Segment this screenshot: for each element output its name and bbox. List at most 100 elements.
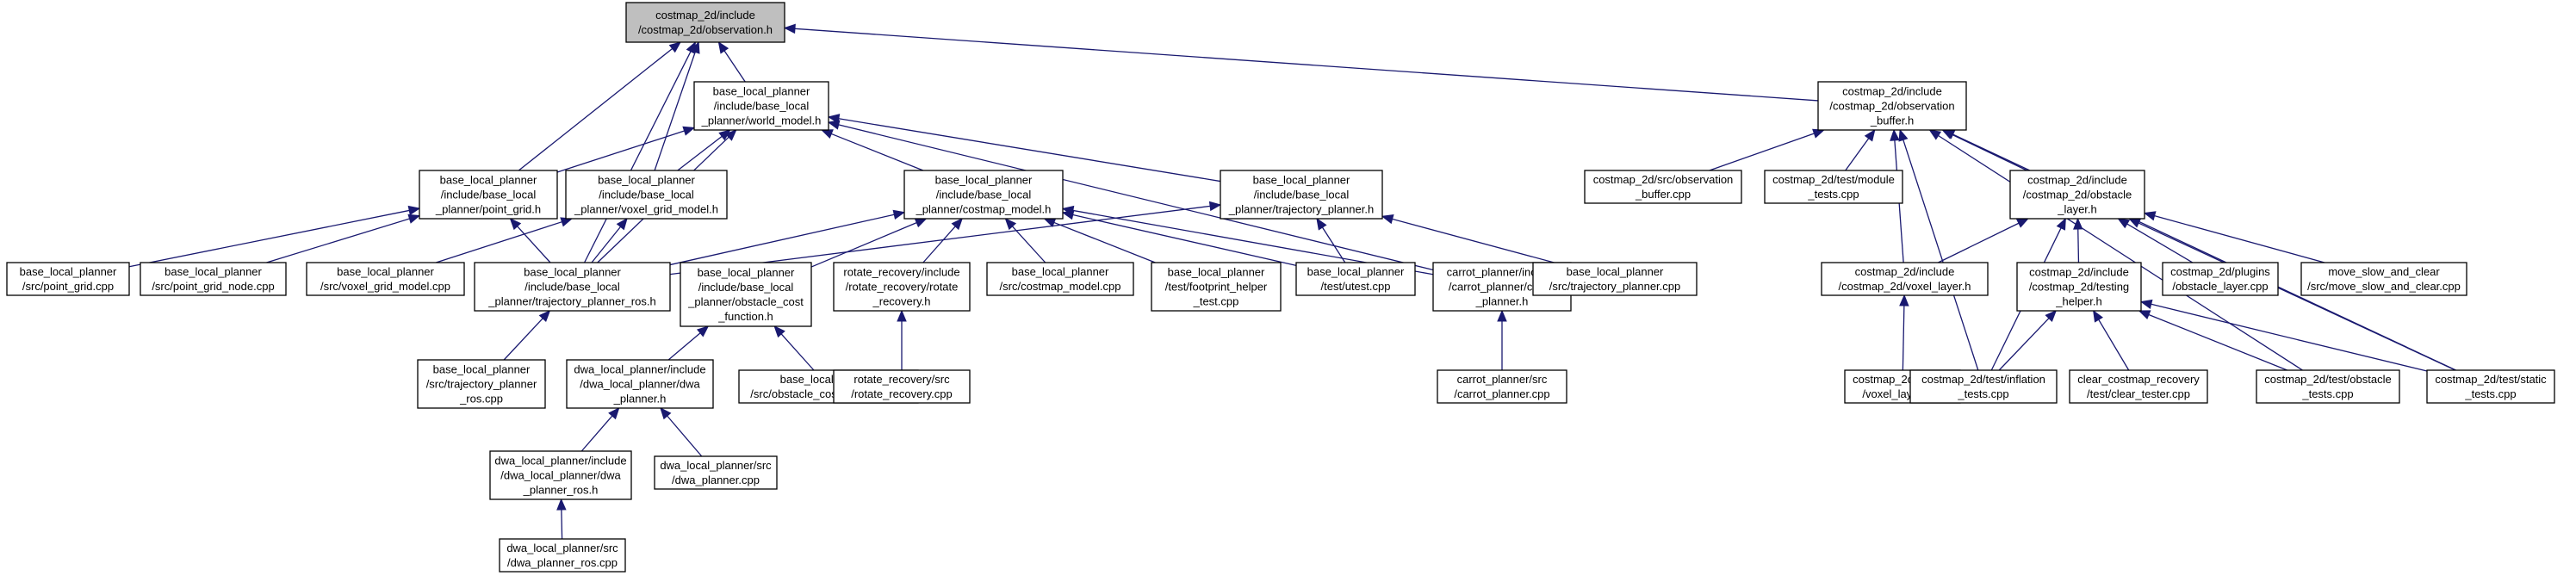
file-node-static-tests-cpp[interactable]: costmap_2d/test/static_tests.cpp [2426, 369, 2555, 404]
node-box[interactable] [1295, 262, 1416, 296]
node-label-line: _planner/world_model.h [701, 115, 822, 127]
node-label-line: _recovery.h [872, 295, 931, 308]
node-box[interactable] [1584, 170, 1742, 204]
node-box[interactable] [693, 81, 829, 131]
file-node-src-voxel-grid-model-cpp[interactable]: base_local_planner/src/voxel_grid_model.… [306, 262, 465, 296]
arrowhead-icon [686, 40, 697, 54]
node-box[interactable] [2426, 369, 2555, 404]
arrowhead-icon [2073, 217, 2083, 230]
node-label-line: base_local_planner [1567, 265, 1664, 278]
file-node-inflation-tests-cpp[interactable]: costmap_2d/test/inflation_tests.cpp [1909, 369, 2058, 404]
arrowhead-icon [717, 40, 729, 54]
file-node-observation-h[interactable]: costmap_2d/include/costmap_2d/observatio… [625, 2, 785, 43]
node-box[interactable] [499, 538, 626, 573]
node-box[interactable] [2069, 369, 2208, 404]
file-node-obstacle-layer-h[interactable]: costmap_2d/include/costmap_2d/obstacle_l… [2009, 170, 2145, 220]
node-box[interactable] [6, 262, 130, 296]
node-box[interactable] [680, 262, 812, 327]
node-box[interactable] [306, 262, 465, 296]
node-box[interactable] [625, 2, 785, 43]
node-box[interactable] [903, 170, 1064, 220]
arrowhead-icon [1004, 218, 1017, 231]
node-box[interactable] [140, 262, 287, 296]
file-node-footprint-helper-test-cpp[interactable]: base_local_planner/test/footprint_helper… [1151, 262, 1282, 312]
node-box[interactable] [986, 262, 1134, 296]
file-node-utest-cpp[interactable]: base_local_planner/test/utest.cpp [1295, 262, 1416, 296]
file-node-src-point-grid-cpp[interactable]: base_local_planner/src/point_grid.cpp [6, 262, 130, 296]
node-label-line: /include/base_local [525, 281, 620, 294]
node-box[interactable] [1532, 262, 1698, 296]
node-box[interactable] [566, 359, 714, 409]
file-node-src-point-grid-node-cpp[interactable]: base_local_planner/src/point_grid_node.c… [140, 262, 287, 296]
node-label-line: /costmap_2d/obstacle [2023, 189, 2132, 201]
node-box[interactable] [1817, 81, 1967, 131]
file-node-rotate-recovery-h[interactable]: rotate_recovery/include/rotate_recovery/… [833, 262, 971, 312]
arrowhead-icon [1208, 201, 1222, 212]
edge-voxel_grid_model_h-to-observation_h [654, 40, 700, 171]
file-node-module-tests-cpp[interactable]: costmap_2d/test/module_tests.cpp [1764, 170, 1903, 204]
node-box[interactable] [565, 170, 728, 220]
file-node-rotate-recovery-cpp[interactable]: rotate_recovery/src/rotate_recovery.cpp [833, 369, 971, 404]
file-node-voxel-grid-model-h[interactable]: base_local_planner/include/base_local_pl… [565, 170, 728, 220]
node-label-line: base_local_planner [1253, 174, 1350, 187]
file-node-testing-helper-h[interactable]: costmap_2d/include/costmap_2d/testing_he… [2016, 262, 2142, 312]
file-node-observation-buffer-cpp[interactable]: costmap_2d/src/observation_buffer.cpp [1584, 170, 1742, 204]
edge-line [1998, 318, 2050, 371]
node-box[interactable] [1764, 170, 1903, 204]
node-label-line: /rotate_recovery/rotate [846, 281, 959, 294]
file-node-dwa-planner-ros-cpp[interactable]: dwa_local_planner/src/dwa_planner_ros.cp… [499, 538, 626, 573]
node-box[interactable] [419, 170, 558, 220]
file-node-point-grid-h[interactable]: base_local_planner/include/base_local_pl… [419, 170, 558, 220]
file-node-obstacle-layer-cpp[interactable]: costmap_2d/plugins/obstacle_layer.cpp [2162, 262, 2279, 296]
edge-line [1012, 226, 1046, 263]
file-node-src-trajectory-planner-cpp[interactable]: base_local_planner/src/trajectory_planne… [1532, 262, 1698, 296]
node-box[interactable] [417, 359, 546, 409]
file-node-trajectory-planner-h[interactable]: base_local_planner/include/base_local_pl… [1220, 170, 1383, 220]
node-box[interactable] [2256, 369, 2400, 404]
file-node-costmap-model-h[interactable]: base_local_planner/include/base_local_pl… [903, 170, 1064, 220]
edge-line [2138, 222, 2456, 371]
node-label-line: /test/footprint_helper [1165, 281, 1268, 294]
arrowhead-icon [1928, 129, 1942, 140]
file-node-dwa-planner-cpp[interactable]: dwa_local_planner/src/dwa_planner.cpp [654, 455, 778, 490]
file-node-carrot-planner-cpp[interactable]: carrot_planner/src/carrot_planner.cpp [1437, 369, 1567, 404]
node-box[interactable] [1220, 170, 1383, 220]
file-node-obstacle-tests-cpp[interactable]: costmap_2d/test/obstacle_tests.cpp [2256, 369, 2400, 404]
edge-src_obstacle_cost_function_cpp-to-obstacle_cost_function_h [773, 325, 815, 371]
file-node-observation-buffer-h[interactable]: costmap_2d/include/costmap_2d/observatio… [1817, 81, 1967, 131]
arrowhead-icon [2139, 299, 2153, 310]
file-node-obstacle-cost-function-h[interactable]: base_local_planner/include/base_local_pl… [680, 262, 812, 327]
node-label-line: /dwa_planner_ros.cpp [507, 556, 618, 569]
arrowhead-icon [682, 126, 696, 136]
node-box[interactable] [833, 262, 971, 312]
file-node-trajectory-planner-ros-h[interactable]: base_local_planner/include/base_local_pl… [474, 262, 671, 312]
node-box[interactable] [2300, 262, 2467, 296]
file-node-dwa-planner-ros-h[interactable]: dwa_local_planner/include/dwa_local_plan… [489, 450, 632, 500]
node-box[interactable] [654, 455, 778, 490]
edge-costmap_model_h-to-world_model_h [820, 129, 924, 171]
arrowhead-icon [608, 407, 620, 420]
node-label-line: costmap_2d/test/module [1772, 173, 1895, 186]
node-box[interactable] [1151, 262, 1282, 312]
node-box[interactable] [1821, 262, 1989, 296]
node-box[interactable] [1437, 369, 1567, 404]
node-box[interactable] [489, 450, 632, 500]
node-box[interactable] [474, 262, 671, 312]
file-node-dwa-planner-h[interactable]: dwa_local_planner/include/dwa_local_plan… [566, 359, 714, 409]
node-box[interactable] [2162, 262, 2279, 296]
file-node-src-trajectory-planner-ros-cpp[interactable]: base_local_planner/src/trajectory_planne… [417, 359, 546, 409]
edge-line [667, 415, 703, 457]
node-box[interactable] [2016, 262, 2142, 312]
edge-static_tests_cpp-to-testing_helper_h [2139, 299, 2428, 372]
arrowhead-icon [1898, 128, 1909, 142]
file-node-move-slow-and-clear-cpp[interactable]: move_slow_and_clear/src/move_slow_and_cl… [2300, 262, 2467, 296]
file-node-voxel-layer-h[interactable]: costmap_2d/include/costmap_2d/voxel_laye… [1821, 262, 1989, 296]
file-node-clear-tester-cpp[interactable]: clear_costmap_recovery/test/clear_tester… [2069, 369, 2208, 404]
node-box[interactable] [2009, 170, 2145, 220]
file-node-src-costmap-model-cpp[interactable]: base_local_planner/src/costmap_model.cpp [986, 262, 1134, 296]
file-node-world-model-h[interactable]: base_local_planner/include/base_local_pl… [693, 81, 829, 131]
node-box[interactable] [833, 369, 971, 404]
node-label-line: _test.cpp [1193, 295, 1239, 308]
arrowhead-icon [1864, 128, 1876, 142]
node-box[interactable] [1909, 369, 2058, 404]
